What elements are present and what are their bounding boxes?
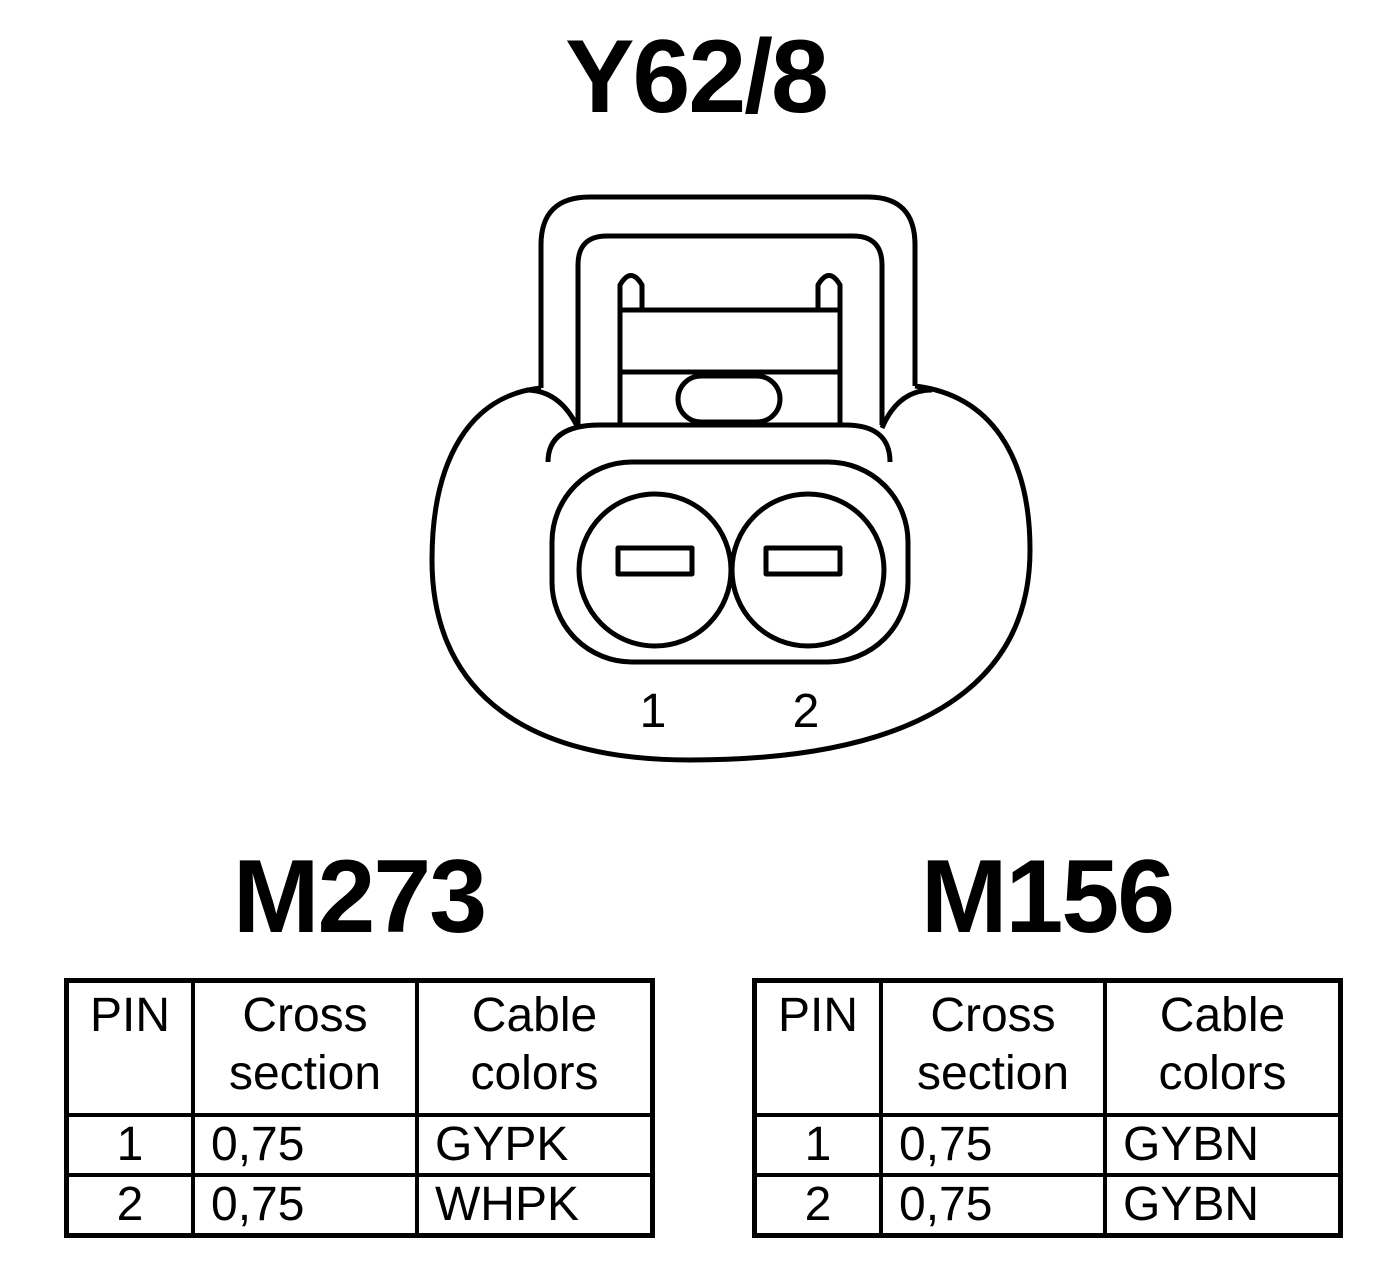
- pin-1-label: 1: [640, 685, 667, 738]
- m273-title: M273: [232, 839, 487, 955]
- pin-cell: 1: [752, 1113, 883, 1177]
- pin-cell: 2: [64, 1173, 195, 1238]
- pin-2-label: 2: [793, 685, 820, 738]
- latch-inner-outline: [575, 233, 885, 425]
- pin-2-slot: [763, 545, 843, 577]
- plug-frame-outer: [545, 422, 893, 463]
- m156-title: M156: [920, 839, 1175, 955]
- plug-frame-inner: [549, 459, 911, 665]
- left-shoulder-outline: [525, 387, 581, 430]
- latch-outer-outline: [538, 194, 918, 388]
- connector-drawing: 1 2: [429, 194, 1033, 763]
- pin-1-slot: [615, 545, 695, 577]
- table-row: 2 0,75 WHPK: [64, 1173, 655, 1238]
- pin-2-terminal: [729, 491, 887, 649]
- pin-1-terminal: [576, 491, 734, 649]
- latch-prong-right: [815, 273, 843, 310]
- right-shoulder-outline: [879, 387, 933, 429]
- cable-color-cell: GYBN: [1103, 1113, 1343, 1177]
- cross-section-cell: 0,75: [191, 1113, 419, 1177]
- cable-color-cell: GYPK: [415, 1113, 655, 1177]
- connector-title: Y62/8: [565, 19, 829, 135]
- cross-section-cell: 0,75: [879, 1173, 1107, 1238]
- cross-section-cell: 0,75: [879, 1113, 1107, 1177]
- latch-prong-left: [617, 273, 645, 310]
- pin-cell: 1: [64, 1113, 195, 1177]
- pin-header: PIN: [752, 978, 883, 1117]
- table-row: 1 0,75 GYPK: [64, 1113, 655, 1177]
- latch-oval-window: [675, 373, 783, 425]
- table-row: 2 0,75 GYBN: [752, 1173, 1343, 1238]
- pin-header: PIN: [64, 978, 195, 1117]
- connector-body-outline: [429, 383, 1033, 763]
- table-row: 1 0,75 GYBN: [752, 1113, 1343, 1177]
- cable-color-cell: WHPK: [415, 1173, 655, 1238]
- pin-cell: 2: [752, 1173, 883, 1238]
- cross-section-cell: 0,75: [191, 1173, 419, 1238]
- cable-color-cell: GYBN: [1103, 1173, 1343, 1238]
